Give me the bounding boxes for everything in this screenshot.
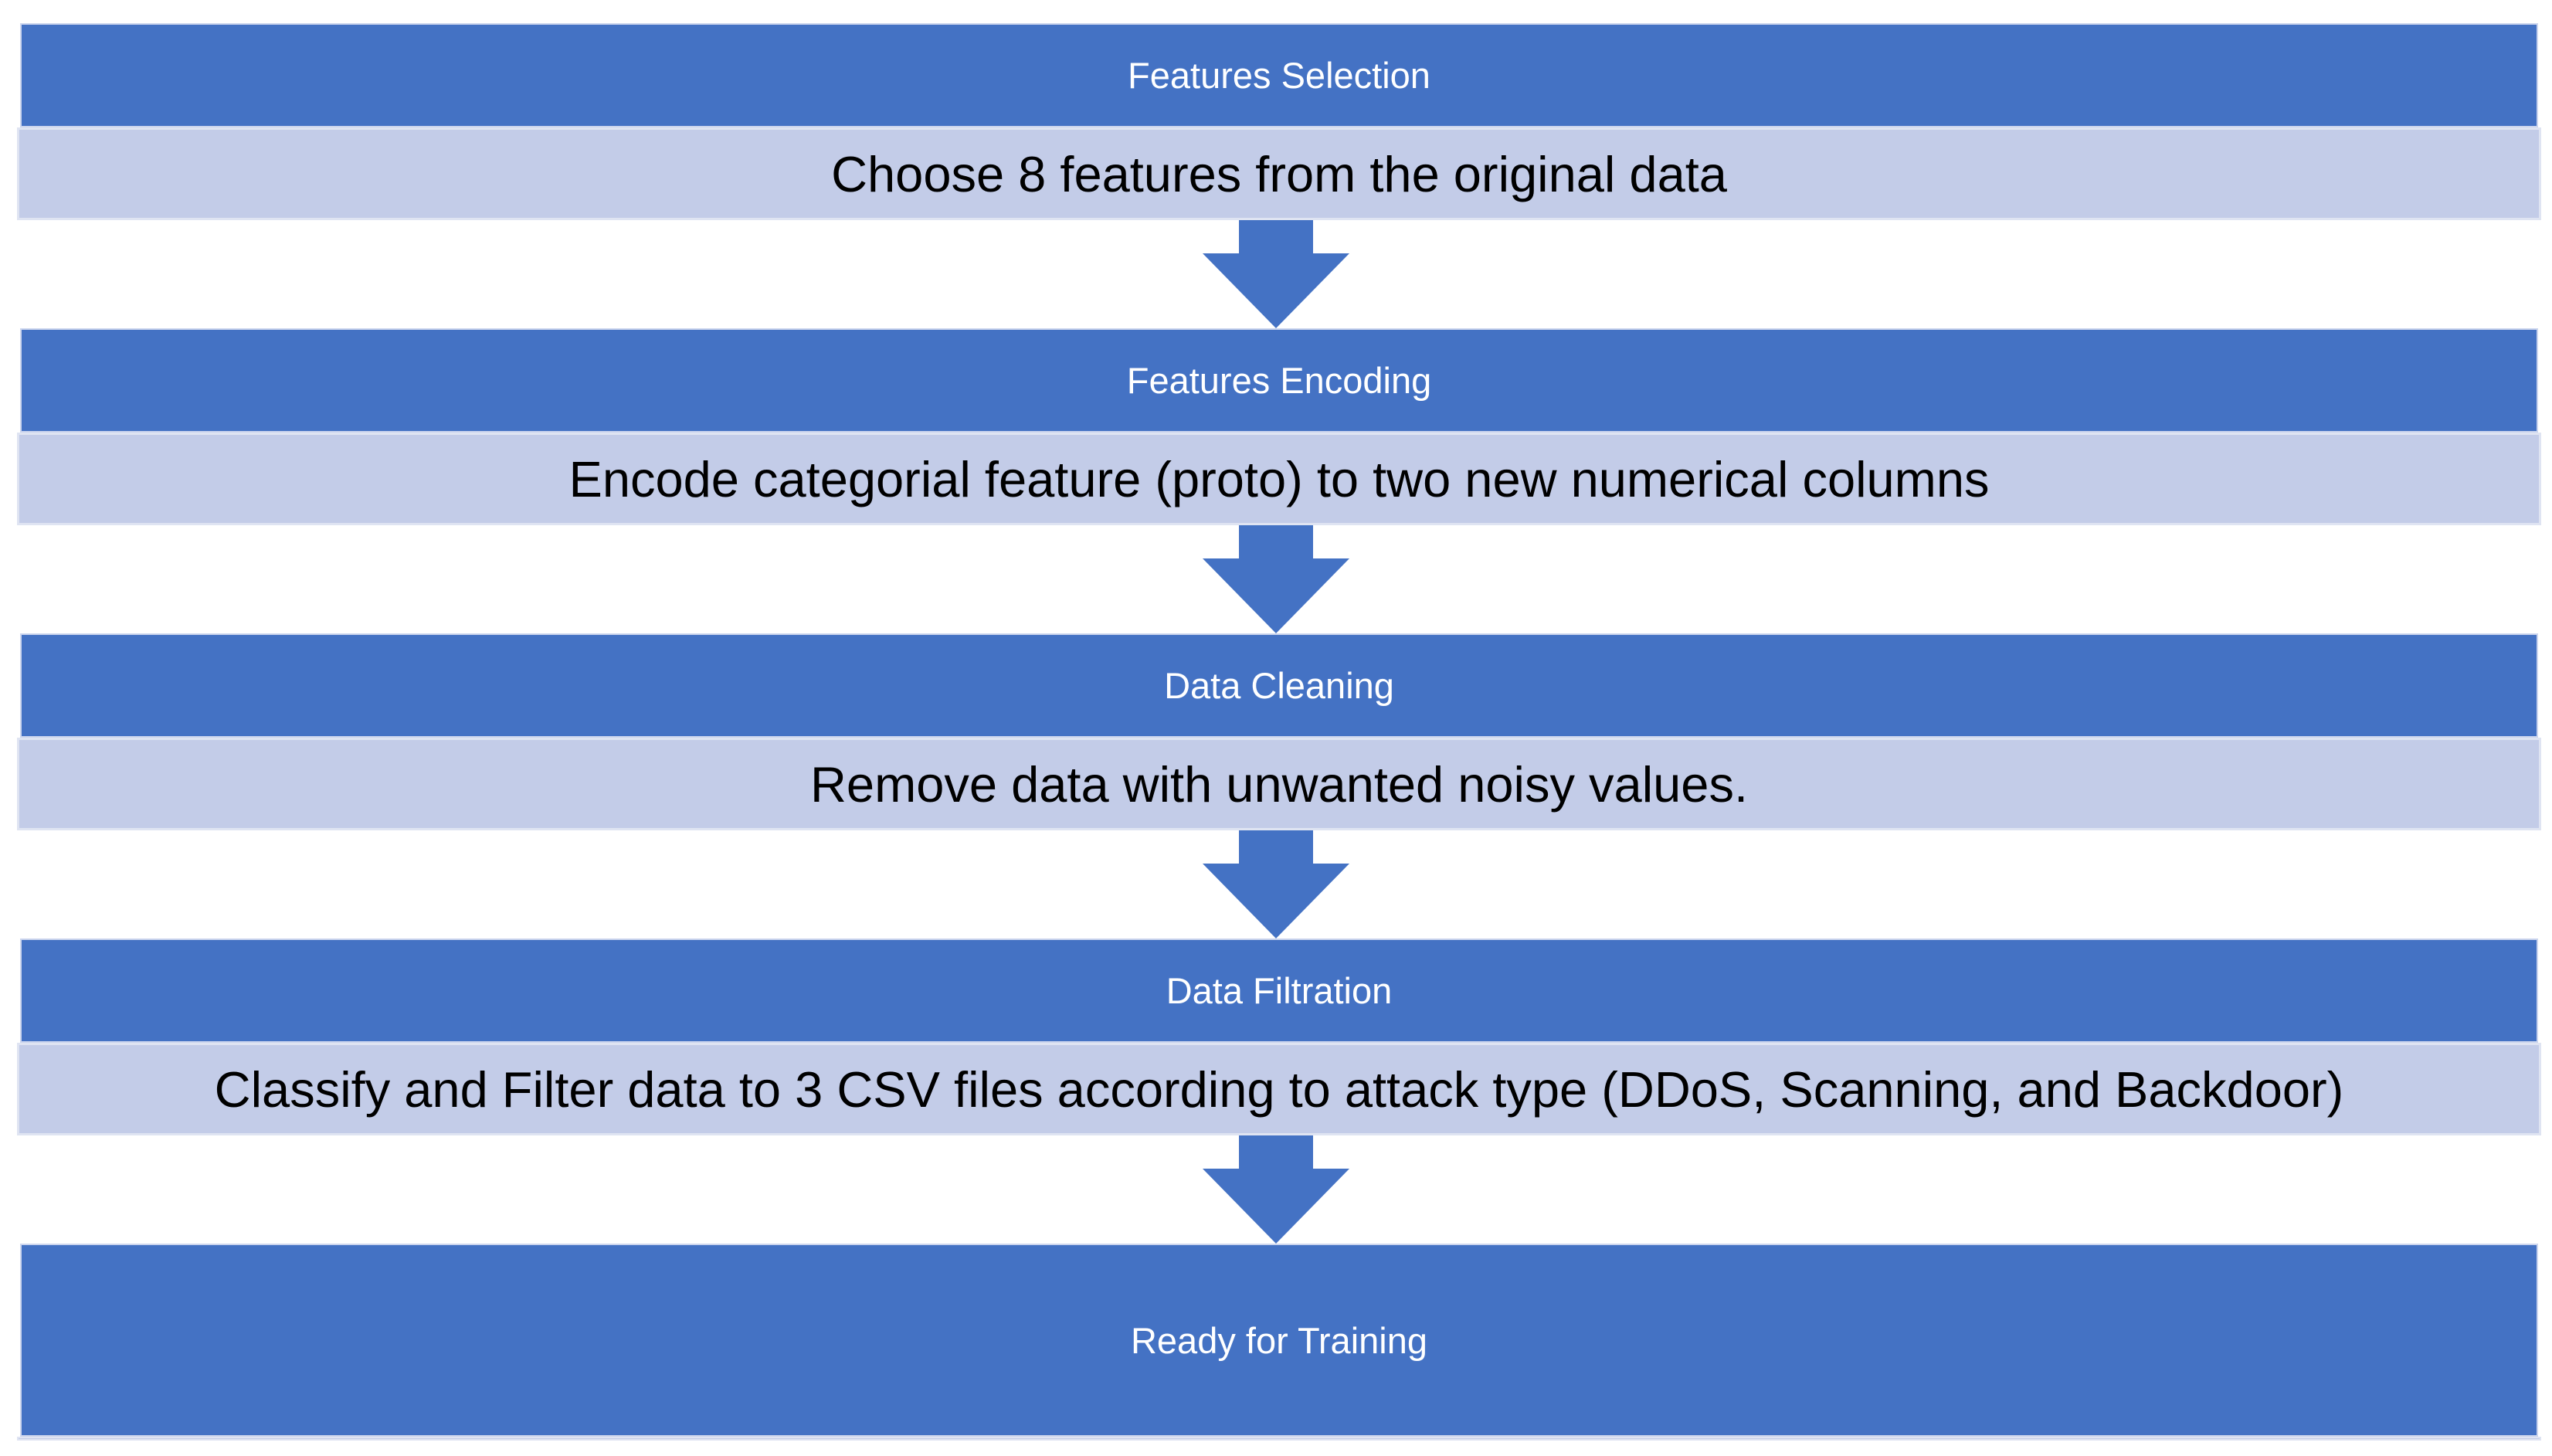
step-header: Data Filtration [20,938,2538,1043]
step-ready-for-training: Ready for Training [17,1244,2541,1441]
step-header-label: Ready for Training [1130,1319,1428,1361]
step-data-cleaning: Data Cleaning Remove data with unwanted … [17,633,2541,830]
connector [0,525,2552,633]
down-arrow-icon [1203,525,1349,633]
down-arrow-icon [1203,830,1349,938]
down-arrow-icon [1203,220,1349,328]
connector [0,220,2552,328]
step-header: Features Encoding [20,328,2538,433]
step-body [17,1437,2541,1441]
step-header-label: Features Encoding [1126,360,1432,401]
step-body: Classify and Filter data to 3 CSV files … [17,1043,2541,1135]
step-header-label: Features Selection [1128,55,1430,96]
step-body: Encode categorial feature (proto) to two… [17,433,2541,525]
step-features-selection: Features Selection Choose 8 features fro… [17,23,2541,220]
step-header-label: Data Cleaning [1164,665,1394,706]
step-data-filtration: Data Filtration Classify and Filter data… [17,938,2541,1135]
step-body-label: Encode categorial feature (proto) to two… [568,450,1990,507]
step-features-encoding: Features Encoding Encode categorial feat… [17,328,2541,525]
step-header: Ready for Training [20,1244,2538,1437]
step-body: Choose 8 features from the original data [17,127,2541,220]
connector [0,1135,2552,1244]
step-header-label: Data Filtration [1166,970,1393,1011]
step-body-label: Remove data with unwanted noisy values. [809,755,1749,813]
step-body-label: Classify and Filter data to 3 CSV files … [214,1061,2344,1118]
step-header: Features Selection [20,23,2538,127]
step-header: Data Cleaning [20,633,2538,738]
down-arrow-icon [1203,1135,1349,1244]
step-body: Remove data with unwanted noisy values. [17,738,2541,830]
connector [0,830,2552,938]
step-body-label: Choose 8 features from the original data [831,145,1727,202]
